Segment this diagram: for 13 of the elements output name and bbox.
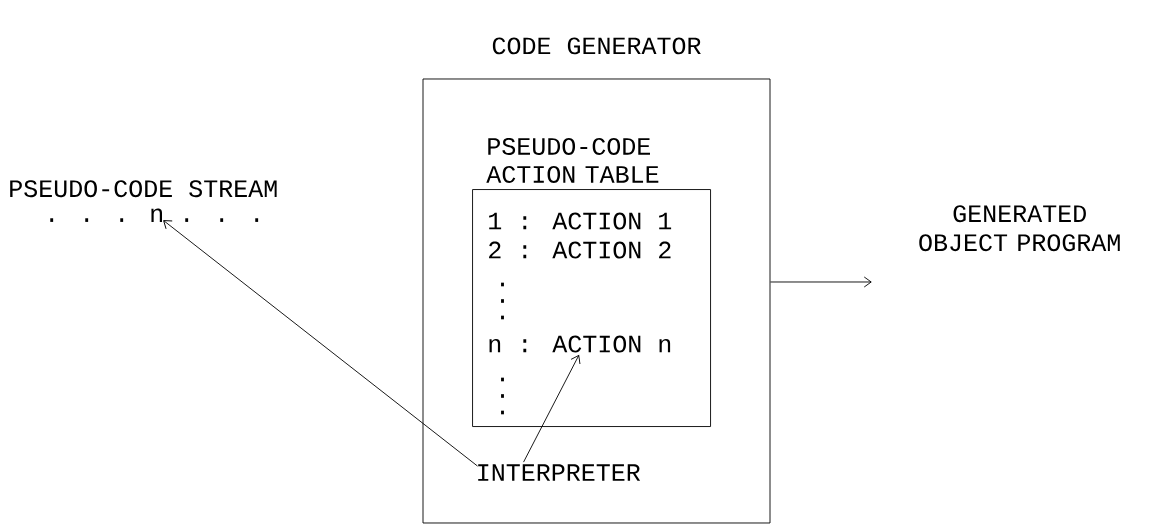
table-row: 2 : ACTION 2 — [489, 241, 671, 259]
arrow — [770, 276, 872, 288]
arrow — [163, 220, 478, 467]
stream-text: PSEUDO-CODE STREAM . . . n . . . — [10, 180, 277, 222]
vertical-dots: . . . — [501, 282, 504, 320]
table-row: n : ACTION n — [489, 335, 671, 353]
interpreter-text: INTERPRETER — [478, 464, 641, 481]
vertical-dots: . . . — [501, 377, 504, 415]
arrow — [523, 355, 581, 463]
table-row: 1 : ACTION 1 — [489, 212, 672, 230]
output-text: GENERATED OBJECT PROGRAM — [919, 205, 1120, 252]
node-label: PSEUDO-CODE ACTION TABLE — [486, 137, 659, 183]
node-label: CODE GENERATOR — [492, 37, 701, 55]
